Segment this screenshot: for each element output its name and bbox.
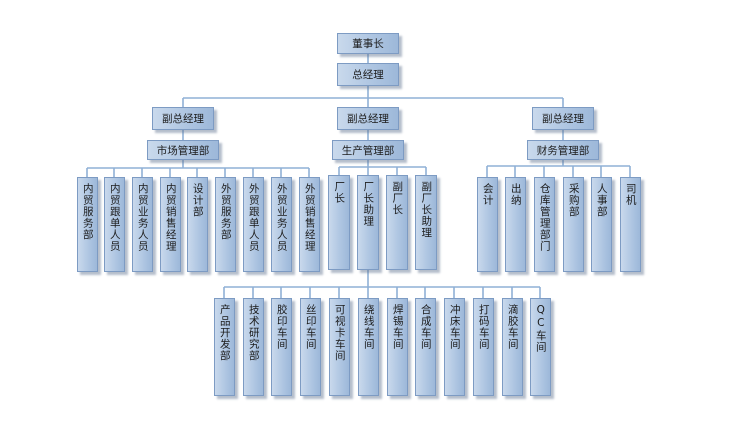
finance-unit: 出纳 bbox=[505, 177, 526, 272]
workshop-box: 滴胶车间 bbox=[502, 298, 523, 396]
finance-dept-label: 财务管理部 bbox=[536, 144, 590, 157]
production-head-label: 厂长 bbox=[333, 181, 346, 204]
workshop-label: 绕线车间 bbox=[362, 304, 375, 350]
finance-unit-label: 人事部 bbox=[595, 183, 608, 218]
market-unit-label: 外贸业务人员 bbox=[275, 183, 288, 252]
market-unit: 外贸业务人员 bbox=[271, 177, 292, 272]
workshop-label: 丝印车间 bbox=[304, 304, 317, 350]
production-dept-box: 生产管理部 bbox=[332, 140, 404, 160]
workshop-box: 合成车间 bbox=[415, 298, 436, 396]
market-unit-label: 内贸业务人员 bbox=[136, 183, 149, 252]
workshop-label: 滴胶车间 bbox=[506, 304, 519, 350]
production-head: 厂长助理 bbox=[357, 175, 379, 270]
market-unit: 内贸服务部 bbox=[77, 177, 98, 272]
vice-gm-center-label: 副总经理 bbox=[347, 113, 389, 125]
production-head-label: 副厂长 bbox=[391, 181, 404, 216]
general-manager-box: 总经理 bbox=[337, 63, 399, 86]
finance-unit: 仓库管理部门 bbox=[534, 177, 555, 272]
finance-unit-label: 司机 bbox=[624, 183, 637, 206]
market-dept-label: 市场管理部 bbox=[156, 144, 210, 157]
production-head-label: 副厂长助理 bbox=[420, 181, 433, 239]
production-head: 厂长 bbox=[328, 175, 350, 270]
workshop-box: 胶印车间 bbox=[271, 298, 292, 396]
market-unit: 外贸销售经理 bbox=[299, 177, 320, 272]
general-manager-label: 总经理 bbox=[352, 69, 384, 81]
chairman-box: 董事长 bbox=[337, 33, 399, 54]
workshop-label: 可视卡车间 bbox=[333, 304, 346, 362]
vice-gm-right-box: 副总经理 bbox=[532, 107, 594, 130]
workshop-box: 技术研究部 bbox=[243, 298, 264, 396]
market-unit-label: 外贸服务部 bbox=[219, 183, 232, 241]
workshop-box: QC车间 bbox=[530, 298, 551, 396]
workshop-box: 绕线车间 bbox=[358, 298, 379, 396]
production-head: 副厂长 bbox=[386, 175, 408, 270]
workshop-box: 冲床车间 bbox=[444, 298, 465, 396]
market-unit-label: 内贸跟单人员 bbox=[108, 183, 121, 252]
workshop-label: 合成车间 bbox=[419, 304, 432, 350]
workshop-box: 打码车间 bbox=[473, 298, 494, 396]
market-unit-label: 设计部 bbox=[191, 183, 204, 218]
vice-gm-left-label: 副总经理 bbox=[162, 113, 204, 125]
production-head: 副厂长助理 bbox=[415, 175, 437, 270]
market-unit: 内贸销售经理 bbox=[160, 177, 181, 272]
finance-unit: 会计 bbox=[477, 177, 498, 272]
finance-unit-label: 采购部 bbox=[567, 183, 580, 218]
finance-unit: 人事部 bbox=[591, 177, 612, 272]
production-head-label: 厂长助理 bbox=[362, 181, 375, 227]
market-unit: 外贸跟单人员 bbox=[243, 177, 264, 272]
market-unit: 内贸跟单人员 bbox=[104, 177, 125, 272]
workshop-label: 胶印车间 bbox=[275, 304, 288, 350]
vice-gm-center-box: 副总经理 bbox=[337, 107, 399, 130]
workshop-label: 冲床车间 bbox=[448, 304, 461, 350]
market-unit-label: 外贸销售经理 bbox=[303, 183, 316, 252]
vice-gm-left-box: 副总经理 bbox=[152, 107, 214, 130]
workshop-box: 丝印车间 bbox=[300, 298, 321, 396]
finance-unit-label: 仓库管理部门 bbox=[538, 183, 551, 252]
workshop-label: 技术研究部 bbox=[247, 304, 260, 362]
finance-unit-label: 出纳 bbox=[509, 183, 522, 206]
workshop-box: 产品开发部 bbox=[214, 298, 235, 396]
workshop-label: 焊锡车间 bbox=[391, 304, 404, 350]
production-dept-label: 生产管理部 bbox=[341, 144, 395, 157]
market-dept-box: 市场管理部 bbox=[147, 140, 219, 160]
market-unit-label: 内贸服务部 bbox=[81, 183, 94, 241]
finance-dept-box: 财务管理部 bbox=[527, 140, 599, 160]
chairman-label: 董事长 bbox=[352, 38, 384, 50]
workshop-box: 可视卡车间 bbox=[329, 298, 350, 396]
workshop-label: 产品开发部 bbox=[218, 304, 231, 362]
workshop-label: QC车间 bbox=[534, 304, 547, 353]
market-unit: 设计部 bbox=[187, 177, 208, 272]
finance-unit: 采购部 bbox=[563, 177, 584, 272]
market-unit: 内贸业务人员 bbox=[132, 177, 153, 272]
workshop-box: 焊锡车间 bbox=[387, 298, 408, 396]
finance-unit: 司机 bbox=[620, 177, 641, 272]
finance-unit-label: 会计 bbox=[481, 183, 494, 206]
vice-gm-right-label: 副总经理 bbox=[542, 113, 584, 125]
market-unit: 外贸服务部 bbox=[215, 177, 236, 272]
workshop-label: 打码车间 bbox=[477, 304, 490, 350]
market-unit-label: 外贸跟单人员 bbox=[247, 183, 260, 252]
market-unit-label: 内贸销售经理 bbox=[164, 183, 177, 252]
